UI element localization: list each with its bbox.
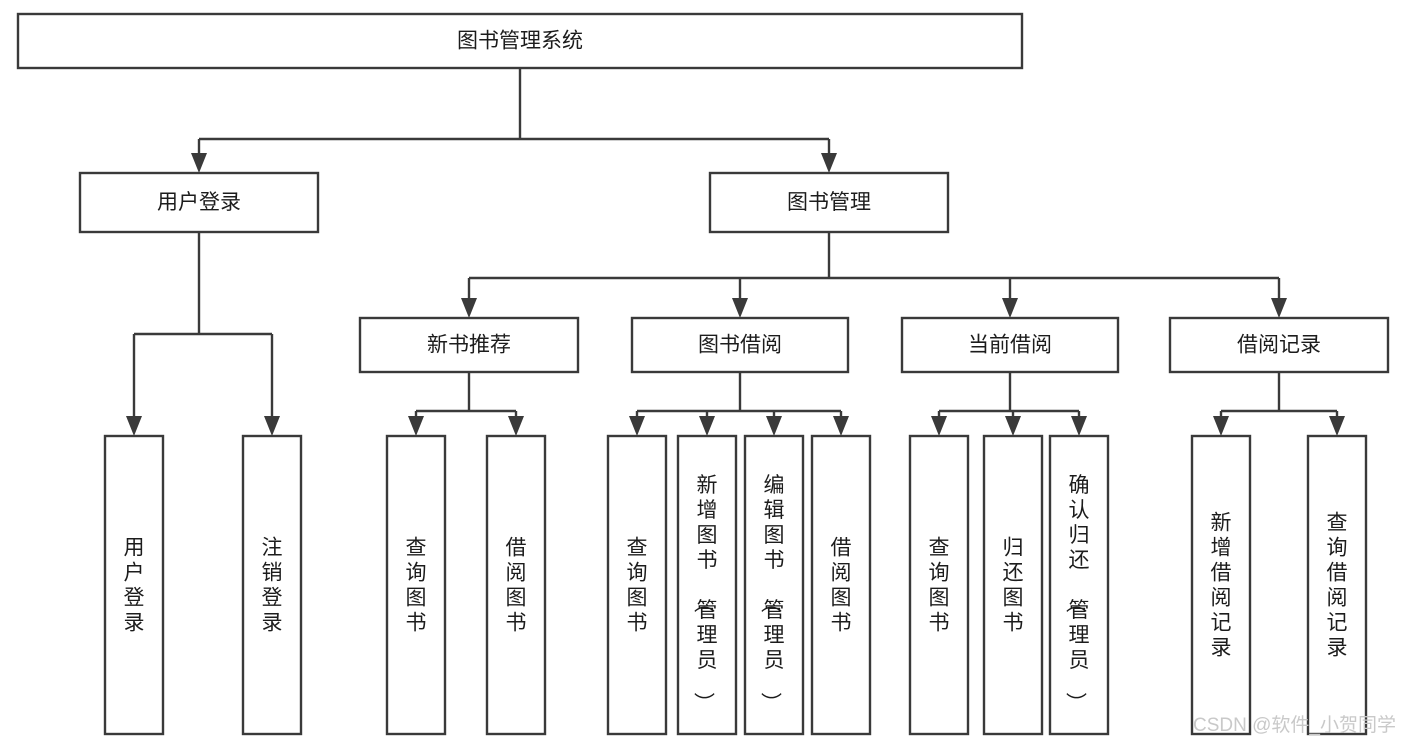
node-leaf-query-borrow-record[interactable]: 查询借阅记录 — [1306, 434, 1368, 736]
node-book-borrow[interactable]: 图书借阅 — [630, 316, 850, 374]
node-label: 查询图书 — [929, 537, 950, 635]
node-box[interactable] — [810, 434, 872, 736]
arrow-head-icon — [732, 298, 748, 318]
node-box[interactable] — [708, 171, 950, 234]
node-leaf-query-book-recommend[interactable]: 查询图书 — [385, 434, 447, 736]
node-label: 借阅记录 — [1237, 334, 1321, 357]
node-label: 借阅图书 — [831, 537, 852, 635]
node-leaf-borrow-book-recommend[interactable]: 借阅图书 — [485, 434, 547, 736]
arrow-head-icon — [1271, 298, 1287, 318]
node-label: 归还图书 — [1003, 537, 1024, 635]
node-book-manage[interactable]: 图书管理 — [708, 171, 950, 234]
arrow-head-icon — [766, 416, 782, 436]
node-root[interactable]: 图书管理系统 — [16, 12, 1024, 70]
node-new-book-recommend[interactable]: 新书推荐 — [358, 316, 580, 374]
node-user-login[interactable]: 用户登录 — [78, 171, 320, 234]
arrow-head-icon — [629, 416, 645, 436]
node-label: 用户登录 — [157, 191, 241, 214]
node-label: 查询图书 — [406, 537, 427, 635]
node-box[interactable] — [78, 171, 320, 234]
node-box[interactable] — [485, 434, 547, 736]
node-box[interactable] — [900, 316, 1120, 374]
node-current-borrow[interactable]: 当前借阅 — [900, 316, 1120, 374]
node-leaf-add-borrow-record[interactable]: 新增借阅记录 — [1190, 434, 1252, 736]
node-leaf-logout[interactable]: 注销登录 — [241, 434, 303, 736]
csdn-watermark: CSDN @软件_小贺同学 — [1193, 714, 1396, 736]
arrow-head-icon — [833, 416, 849, 436]
node-leaf-borrow-book[interactable]: 借阅图书 — [810, 434, 872, 736]
node-box[interactable] — [1168, 316, 1390, 374]
node-leaf-confirm-return-admin[interactable]: 确认归还（管理员） — [1048, 434, 1110, 736]
node-box[interactable] — [606, 434, 668, 736]
arrow-head-icon — [1213, 416, 1229, 436]
node-borrow-record[interactable]: 借阅记录 — [1168, 316, 1390, 374]
arrow-head-icon — [931, 416, 947, 436]
arrow-head-icon — [191, 153, 207, 173]
arrow-head-icon — [408, 416, 424, 436]
node-leaf-return-book[interactable]: 归还图书 — [982, 434, 1044, 736]
arrow-head-icon — [508, 416, 524, 436]
node-layer: 图书管理系统用户登录图书管理新书推荐图书借阅当前借阅借阅记录用户登录注销登录查询… — [16, 12, 1390, 736]
node-label: 图书管理 — [787, 191, 871, 214]
node-box[interactable] — [385, 434, 447, 736]
node-label: 新书推荐 — [427, 334, 511, 357]
node-label: 当前借阅 — [968, 334, 1052, 357]
node-box[interactable] — [358, 316, 580, 374]
node-label: 新增借阅记录 — [1211, 512, 1232, 660]
node-label: 编辑图书（管理员） — [759, 474, 785, 713]
node-box[interactable] — [1048, 434, 1110, 736]
node-label: 图书管理系统 — [457, 30, 583, 53]
arrow-head-icon — [1002, 298, 1018, 318]
arrow-head-icon — [461, 298, 477, 318]
node-box[interactable] — [1190, 434, 1252, 736]
arrow-head-icon — [1005, 416, 1021, 436]
arrow-head-icon — [821, 153, 837, 173]
node-leaf-query-book-current[interactable]: 查询图书 — [908, 434, 970, 736]
node-label: 确认归还（管理员） — [1064, 474, 1090, 713]
node-label: 注销登录 — [262, 537, 283, 635]
node-box[interactable] — [241, 434, 303, 736]
node-leaf-user-login[interactable]: 用户登录 — [103, 434, 165, 736]
node-label: 用户登录 — [124, 537, 145, 635]
node-label: 查询图书 — [627, 537, 648, 635]
node-box[interactable] — [676, 434, 738, 736]
node-label: 查询借阅记录 — [1327, 512, 1348, 660]
node-leaf-edit-book-admin[interactable]: 编辑图书（管理员） — [743, 434, 805, 736]
connector-layer — [126, 68, 1345, 436]
arrow-head-icon — [699, 416, 715, 436]
node-box[interactable] — [630, 316, 850, 374]
node-label: 借阅图书 — [506, 537, 527, 635]
arrow-head-icon — [1329, 416, 1345, 436]
node-leaf-query-book-borrow[interactable]: 查询图书 — [606, 434, 668, 736]
node-box[interactable] — [103, 434, 165, 736]
node-leaf-add-book-admin[interactable]: 新增图书（管理员） — [676, 434, 738, 736]
node-label: 新增图书（管理员） — [692, 474, 718, 713]
node-box[interactable] — [1306, 434, 1368, 736]
node-box[interactable] — [743, 434, 805, 736]
node-box[interactable] — [16, 12, 1024, 70]
arrow-head-icon — [126, 416, 142, 436]
arrow-head-icon — [1071, 416, 1087, 436]
node-box[interactable] — [982, 434, 1044, 736]
node-label: 图书借阅 — [698, 334, 782, 357]
arrow-head-icon — [264, 416, 280, 436]
node-box[interactable] — [908, 434, 970, 736]
